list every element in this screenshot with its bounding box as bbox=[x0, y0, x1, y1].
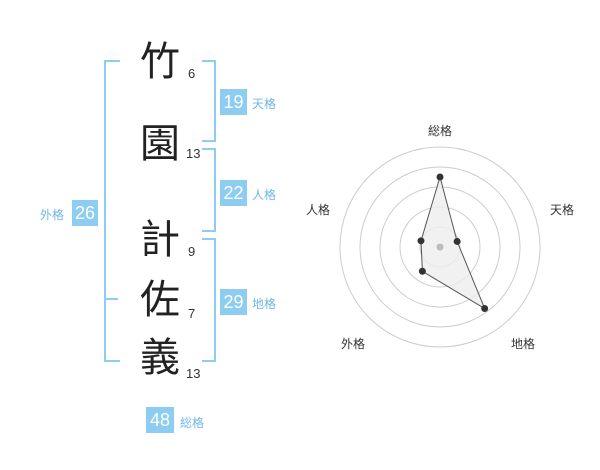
kanji-4: 佐 bbox=[140, 277, 180, 323]
gaikaku-bracket-tick bbox=[104, 298, 118, 300]
stroke-count-1: 6 bbox=[188, 66, 196, 81]
jinkaku-bracket bbox=[202, 148, 216, 232]
stroke-count-2: 13 bbox=[186, 146, 201, 161]
stroke-count-3: 9 bbox=[188, 244, 196, 259]
radar-label-jinkaku: 人格 bbox=[306, 203, 331, 217]
chikaku-value: 29 bbox=[220, 289, 247, 315]
gaikaku-bracket bbox=[104, 60, 120, 362]
radar-center-dot bbox=[436, 243, 444, 251]
radar-label-tenkaku: 天格 bbox=[550, 203, 575, 217]
radar-shape bbox=[420, 175, 486, 310]
radar-point-gaikaku bbox=[418, 267, 426, 275]
jinkaku-label: 人格 bbox=[252, 188, 277, 202]
radar-ring-3 bbox=[379, 186, 501, 308]
soukaku-label: 総格 bbox=[180, 416, 205, 430]
radar-points bbox=[417, 173, 489, 312]
radar-ring-4 bbox=[359, 166, 521, 328]
radar-point-jinkaku bbox=[417, 237, 425, 245]
kanji-2: 園 bbox=[140, 121, 180, 167]
radar-label-soukaku: 総格 bbox=[428, 124, 453, 138]
stroke-count-5: 13 bbox=[186, 366, 201, 381]
radar-label-gaikaku: 外格 bbox=[341, 337, 366, 351]
radar-label-chikaku: 地格 bbox=[511, 337, 536, 351]
kanji-5: 義 bbox=[140, 335, 180, 381]
radar-rings bbox=[339, 146, 541, 348]
chikaku-label: 地格 bbox=[252, 297, 277, 311]
jinkaku-value: 22 bbox=[220, 180, 247, 206]
stroke-count-4: 7 bbox=[188, 306, 196, 321]
radar-point-tenkaku bbox=[453, 237, 461, 245]
tenkaku-label: 天格 bbox=[252, 97, 277, 111]
radar-point-soukaku bbox=[436, 173, 444, 181]
tenkaku-bracket bbox=[202, 60, 216, 142]
radar-ring-2 bbox=[399, 206, 481, 288]
gaikaku-value: 26 bbox=[72, 200, 98, 226]
tenkaku-value: 19 bbox=[220, 89, 247, 115]
radar-point-chikaku bbox=[481, 304, 489, 312]
soukaku-value: 48 bbox=[146, 407, 174, 433]
radar-ring-5 bbox=[339, 146, 541, 348]
radar-ring-1 bbox=[419, 226, 461, 268]
chikaku-bracket bbox=[202, 238, 216, 362]
kanji-3: 計 bbox=[140, 217, 180, 263]
gaikaku-label: 外格 bbox=[40, 208, 65, 222]
kanji-1: 竹 bbox=[140, 39, 180, 85]
